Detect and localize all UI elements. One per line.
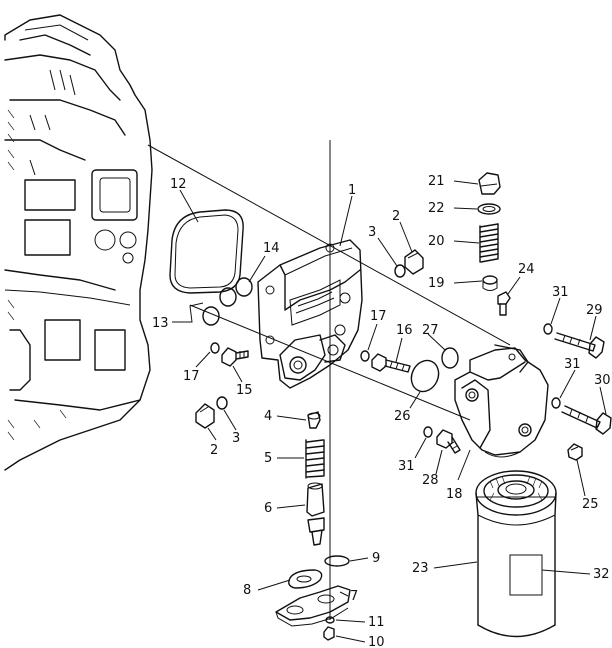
gasket-26 bbox=[410, 359, 440, 393]
callout-6: 6 bbox=[264, 501, 272, 516]
bolt-29 bbox=[543, 323, 605, 359]
callout-29: 29 bbox=[586, 303, 603, 318]
valve-stack bbox=[305, 411, 325, 546]
plug-25 bbox=[567, 443, 583, 461]
callout-31-top: 31 bbox=[552, 285, 569, 300]
plug-10 bbox=[323, 626, 335, 641]
callout-32: 32 bbox=[593, 567, 610, 582]
bolt-30 bbox=[551, 397, 612, 435]
callout-31-bottom: 31 bbox=[398, 459, 415, 474]
callout-27: 27 bbox=[422, 323, 439, 338]
callout-16: 16 bbox=[396, 323, 413, 338]
callout-1: 1 bbox=[348, 183, 356, 198]
o-ring-3-upper bbox=[394, 264, 406, 278]
callout-7: 7 bbox=[350, 589, 358, 604]
callout-8: 8 bbox=[243, 583, 251, 598]
callout-15: 15 bbox=[236, 383, 253, 398]
callout-25: 25 bbox=[582, 497, 599, 512]
o-ring-3-lower bbox=[216, 396, 228, 410]
o-ring-14a bbox=[219, 287, 237, 307]
callout-18: 18 bbox=[446, 487, 463, 502]
callout-12: 12 bbox=[170, 177, 187, 192]
callout-19: 19 bbox=[428, 276, 445, 291]
callout-14: 14 bbox=[263, 241, 280, 256]
callout-21: 21 bbox=[428, 174, 445, 189]
callout-2-lower: 2 bbox=[210, 443, 218, 458]
gasket-8 bbox=[288, 569, 323, 589]
cap-21 bbox=[478, 172, 501, 195]
callout-3-upper: 3 bbox=[368, 225, 376, 240]
plug-2-upper bbox=[404, 249, 424, 275]
ring-22 bbox=[477, 203, 501, 215]
callout-10: 10 bbox=[368, 635, 385, 648]
filter-head-18 bbox=[454, 344, 549, 458]
o-ring-27 bbox=[441, 347, 459, 369]
o-ring-11 bbox=[325, 616, 335, 624]
gasket-12 bbox=[169, 209, 244, 294]
bolt-28 bbox=[423, 426, 461, 454]
callout-31-middle: 31 bbox=[564, 357, 581, 372]
plug-2-lower bbox=[195, 403, 215, 429]
plug-19 bbox=[482, 275, 498, 285]
callout-11: 11 bbox=[368, 615, 385, 630]
plate-7 bbox=[275, 585, 351, 627]
engine-block bbox=[4, 14, 153, 471]
filter-cartridge-23 bbox=[475, 470, 557, 638]
washer-17-left bbox=[210, 342, 220, 354]
callout-22: 22 bbox=[428, 201, 445, 216]
callout-9: 9 bbox=[372, 551, 380, 566]
callout-5: 5 bbox=[264, 451, 272, 466]
o-ring-13 bbox=[202, 306, 220, 326]
callout-30: 30 bbox=[594, 373, 611, 388]
leader-lines bbox=[172, 180, 607, 643]
filter-head-body-1 bbox=[257, 239, 363, 389]
spring-20 bbox=[479, 223, 499, 263]
callout-2-upper: 2 bbox=[392, 209, 400, 224]
callout-23: 23 bbox=[412, 561, 429, 576]
callout-labels: 1 2 3 12 14 13 17 15 17 16 27 26 2 3 4 5… bbox=[152, 174, 611, 648]
breather-24 bbox=[497, 291, 511, 316]
callout-24: 24 bbox=[518, 262, 535, 277]
callout-20: 20 bbox=[428, 234, 445, 249]
callout-4: 4 bbox=[264, 409, 272, 424]
callout-17-left: 17 bbox=[183, 369, 200, 384]
o-ring-14b bbox=[235, 277, 253, 297]
o-ring-9 bbox=[324, 555, 350, 567]
bolt-15 bbox=[221, 347, 249, 367]
callout-3-lower: 3 bbox=[232, 431, 240, 446]
callout-26: 26 bbox=[394, 409, 411, 424]
callout-28: 28 bbox=[422, 473, 439, 488]
callout-13: 13 bbox=[152, 316, 169, 331]
bolt-16 bbox=[360, 350, 411, 373]
callout-17-right: 17 bbox=[370, 309, 387, 324]
